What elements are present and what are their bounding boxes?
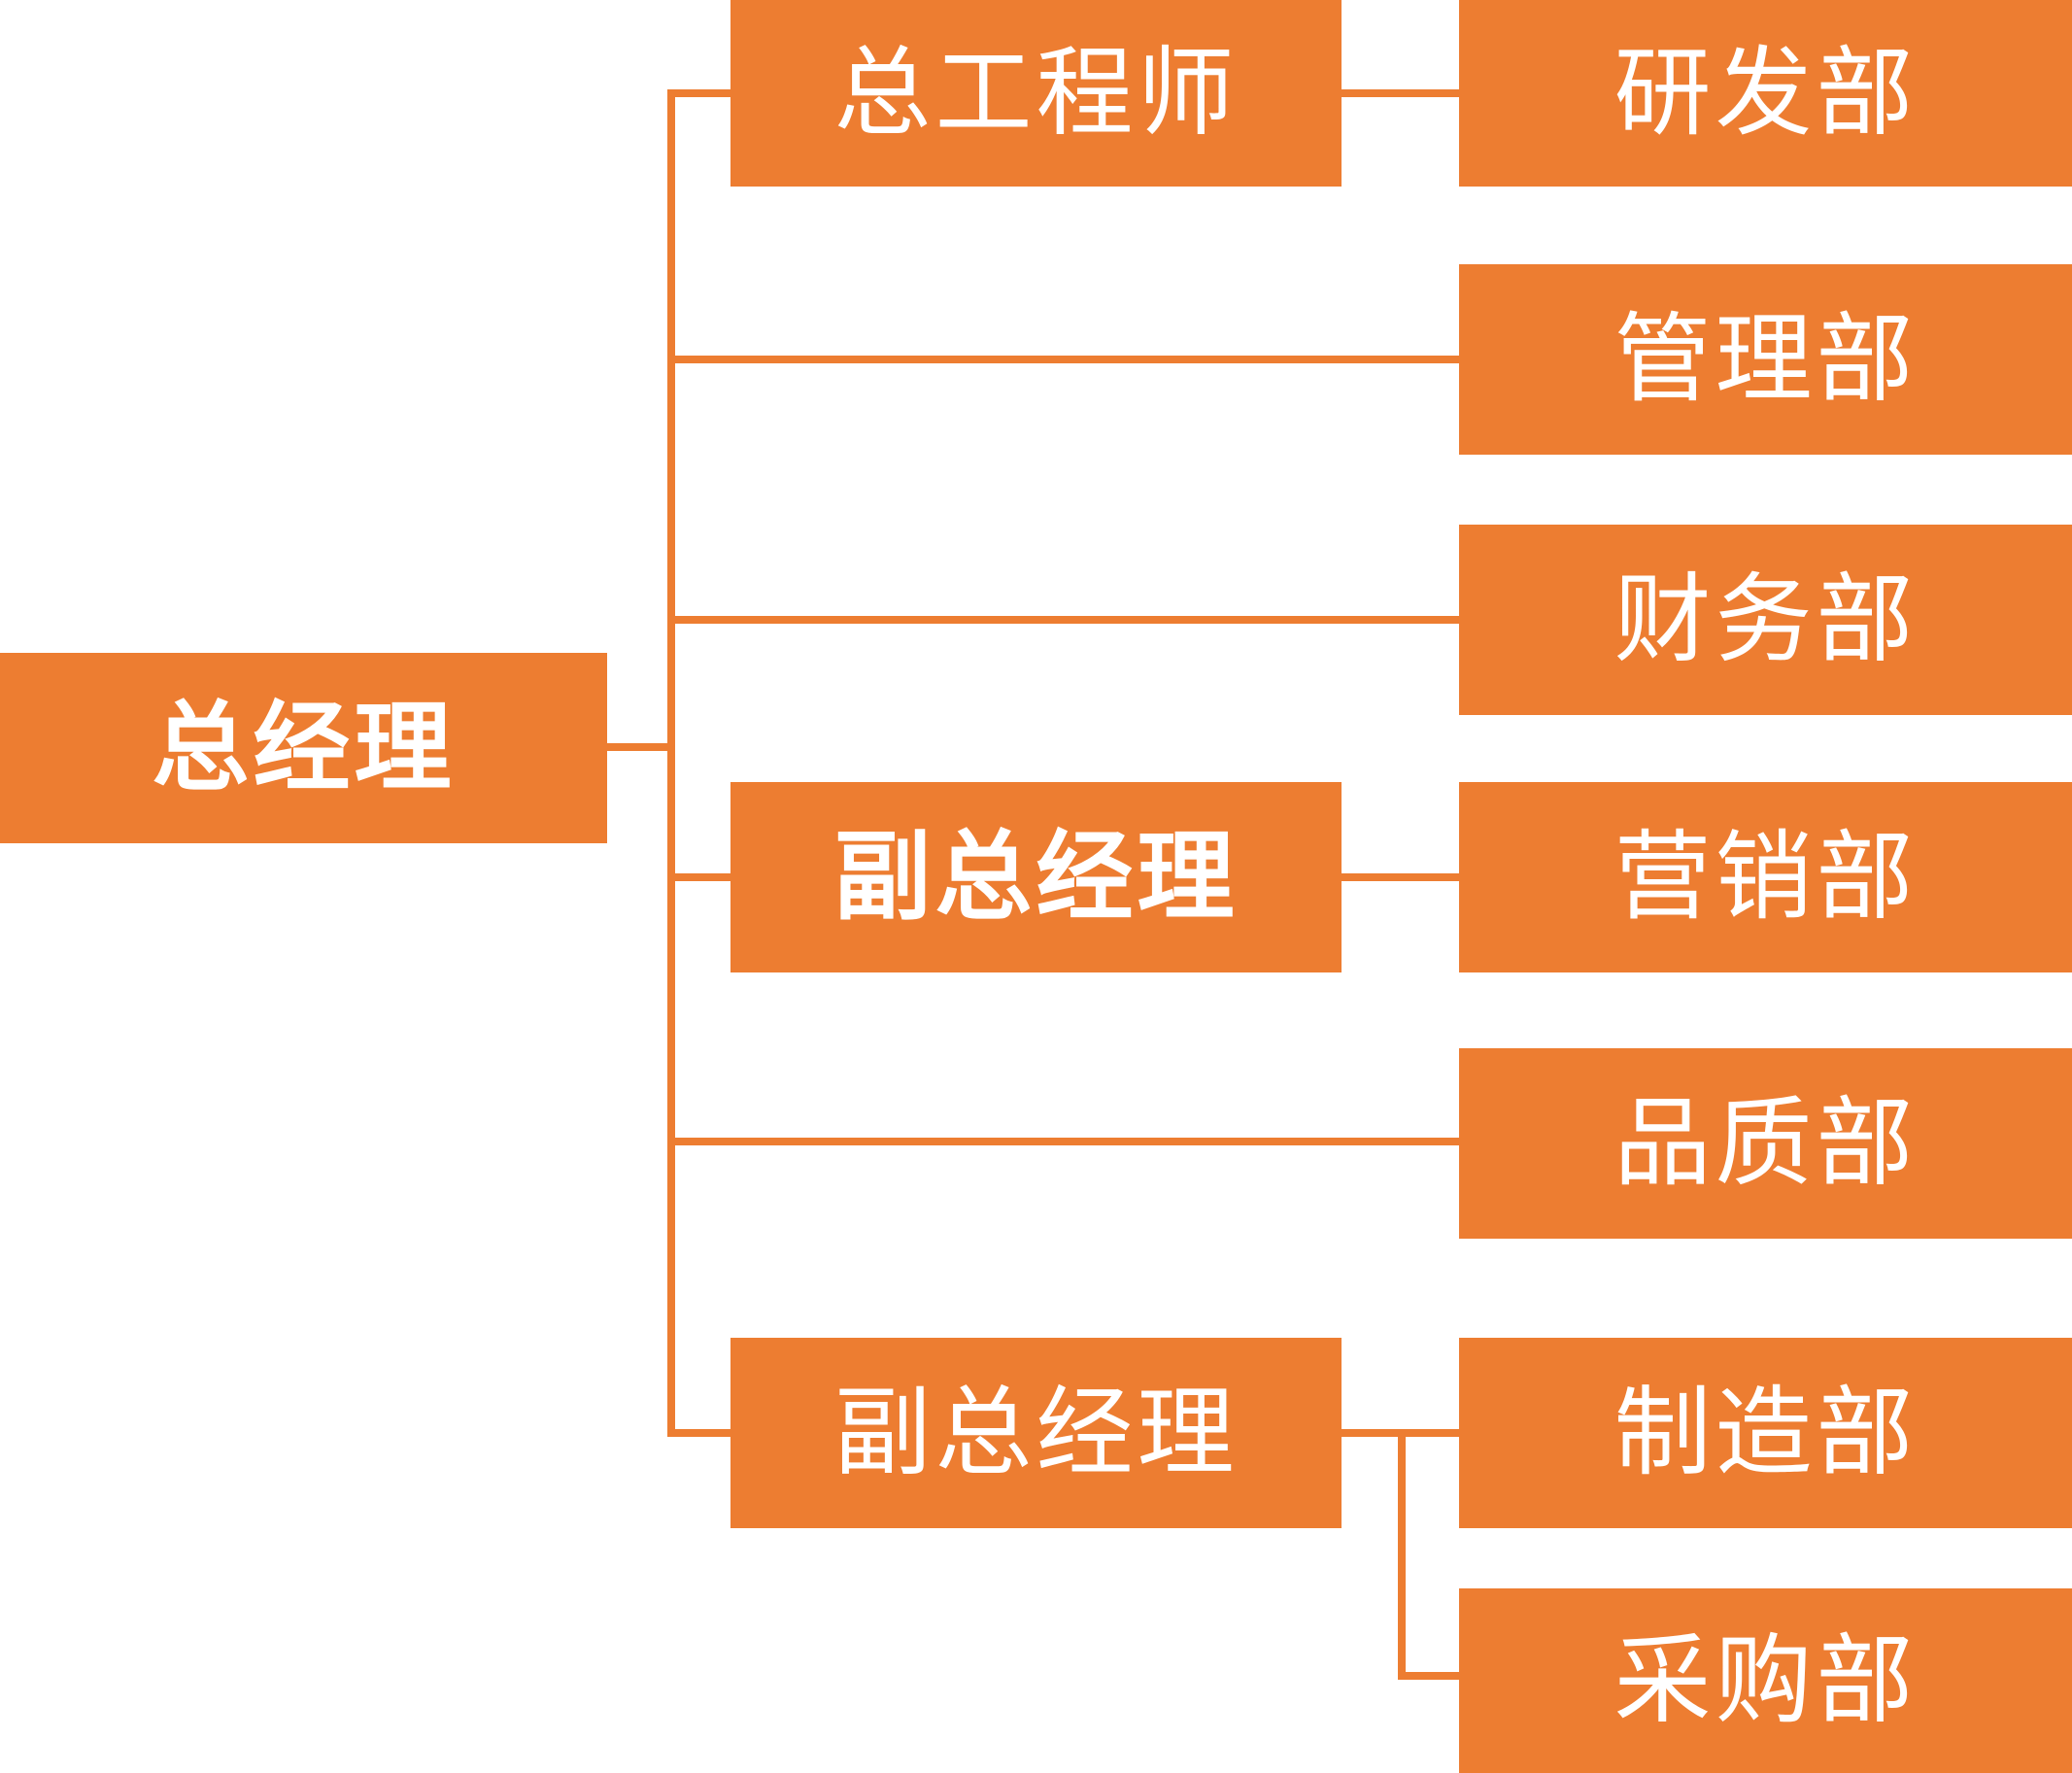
node-dept-marketing-label: 营销部 bbox=[1613, 823, 1918, 932]
node-dept-finance-label: 财务部 bbox=[1613, 565, 1918, 674]
node-root: 总经理 bbox=[0, 653, 607, 843]
node-deputy-gm-1: 副总经理 bbox=[730, 782, 1342, 972]
connector-trunk-to-finance bbox=[675, 616, 1459, 624]
node-dept-manufacturing-label: 制造部 bbox=[1613, 1379, 1918, 1487]
connector-trunk-to-deputy-gm-1 bbox=[675, 873, 730, 881]
node-dept-marketing: 营销部 bbox=[1459, 782, 2072, 972]
connector-trunk-to-admin bbox=[675, 356, 1459, 363]
node-dept-quality: 品质部 bbox=[1459, 1048, 2072, 1239]
connector-fork-vertical bbox=[1398, 1429, 1406, 1680]
node-root-label: 总经理 bbox=[152, 694, 456, 802]
node-dept-admin: 管理部 bbox=[1459, 264, 2072, 455]
connector-fork-to-procurement bbox=[1406, 1672, 1459, 1680]
node-dept-procurement-label: 采购部 bbox=[1613, 1626, 1918, 1735]
connector-trunk-to-chief-engineer bbox=[675, 89, 730, 97]
node-dept-quality-label: 品质部 bbox=[1613, 1089, 1918, 1198]
node-chief-engineer-label: 总工程师 bbox=[833, 39, 1239, 148]
node-dept-rnd-label: 研发部 bbox=[1613, 39, 1918, 148]
node-deputy-gm-2-label: 副总经理 bbox=[833, 1379, 1239, 1487]
connector-trunk-vertical bbox=[667, 89, 675, 1437]
node-deputy-gm-1-label: 副总经理 bbox=[833, 823, 1239, 932]
connector-root-to-trunk bbox=[607, 743, 672, 751]
node-deputy-gm-2: 副总经理 bbox=[730, 1338, 1342, 1528]
node-chief-engineer: 总工程师 bbox=[730, 0, 1342, 187]
node-dept-manufacturing: 制造部 bbox=[1459, 1338, 2072, 1528]
connector-trunk-to-deputy-gm-2 bbox=[675, 1429, 730, 1437]
connector-chief-engineer-to-rnd bbox=[1342, 89, 1459, 97]
connector-trunk-to-quality bbox=[675, 1138, 1459, 1145]
node-dept-procurement: 采购部 bbox=[1459, 1588, 2072, 1773]
node-dept-rnd: 研发部 bbox=[1459, 0, 2072, 187]
node-dept-finance: 财务部 bbox=[1459, 525, 2072, 715]
connector-deputy-gm-1-to-marketing bbox=[1342, 873, 1459, 881]
node-dept-admin-label: 管理部 bbox=[1613, 305, 1918, 414]
